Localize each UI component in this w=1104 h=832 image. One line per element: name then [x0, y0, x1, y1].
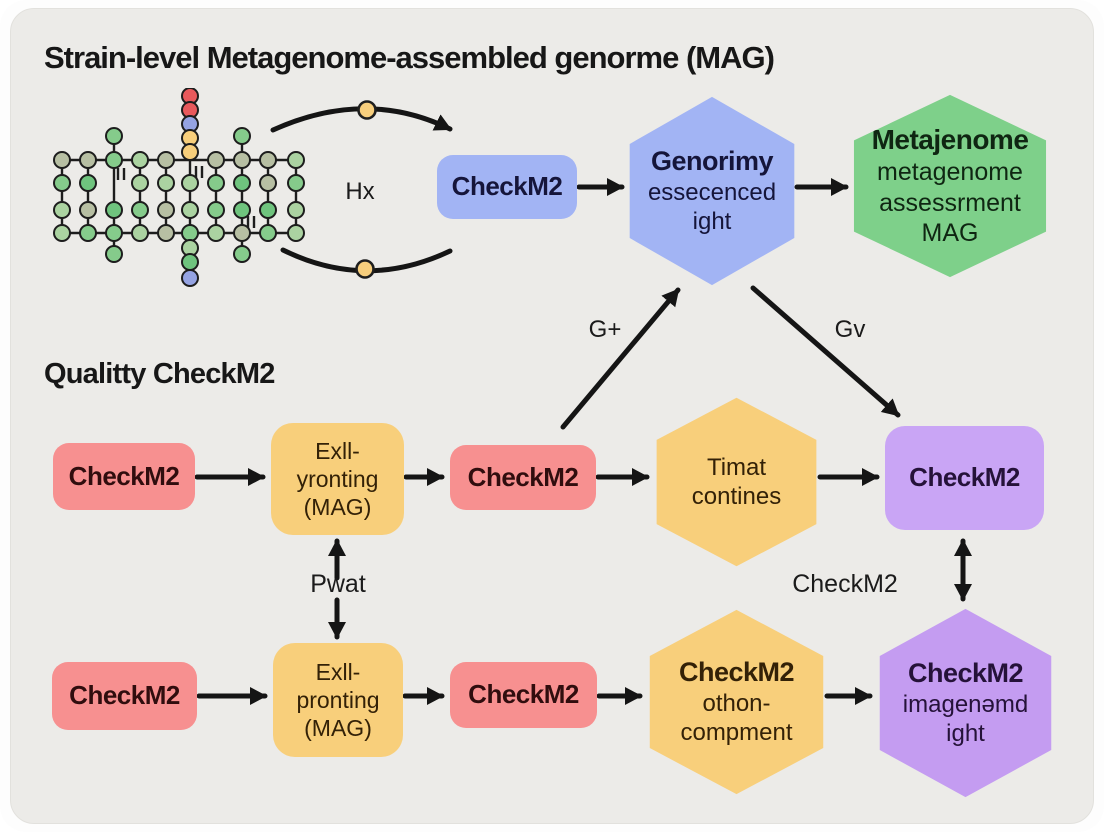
node-line: MAG — [921, 219, 979, 248]
node-yellow-box-bot: Exll- pronting (MAG) — [273, 643, 403, 757]
node-line: Timat — [706, 453, 767, 481]
node-label: CheckM2 — [467, 461, 579, 492]
node-yellow-box-mid: Exll- yronting (MAG) — [271, 423, 404, 535]
node-line: ight — [692, 208, 732, 236]
node-red-checkm2-mid-1: CheckM2 — [53, 443, 195, 510]
node-line: essecenced — [647, 179, 777, 207]
node-title: CheckM2 — [678, 657, 795, 688]
node-label: CheckM2 — [909, 462, 1020, 493]
node-line: othon- — [702, 690, 771, 718]
node-red-checkm2-mid-2: CheckM2 — [450, 445, 596, 510]
section-title: Qualitty CheckM2 — [44, 358, 275, 390]
node-line: (MAG) — [304, 715, 372, 742]
node-title: Genorimy — [650, 146, 774, 177]
node-title: CheckM2 — [907, 658, 1024, 689]
node-line: pronting — [296, 686, 380, 713]
node-line: contines — [691, 483, 782, 510]
label-pwat: Pwat — [310, 570, 366, 598]
label-checkm2-between: CheckM2 — [792, 570, 898, 598]
node-line: ight — [946, 720, 985, 748]
node-blue-checkm2-box: CheckM2 — [437, 155, 577, 219]
node-label: CheckM2 — [69, 680, 180, 711]
node-red-checkm2-bot-1: CheckM2 — [52, 662, 197, 730]
node-line: compment — [680, 719, 793, 747]
node-line: (MAG) — [303, 494, 372, 521]
node-line: Exll- — [315, 437, 360, 464]
node-line: Exll- — [315, 658, 361, 685]
node-red-checkm2-bot-2: CheckM2 — [450, 662, 597, 728]
node-label: CheckM2 — [68, 460, 180, 491]
node-label: CheckM2 — [468, 679, 579, 710]
node-line: metagenome — [877, 158, 1023, 187]
node-line: yronting — [296, 465, 379, 492]
main-title: Strain-level Metagenome-assembled genorm… — [44, 40, 775, 75]
node-purple-hexagon: CheckM2 imagenəmd ight — [879, 608, 1052, 798]
node-title: Metajenome — [871, 124, 1029, 156]
node-purple-checkm2-box: CheckM2 — [885, 426, 1044, 530]
label-g-plus: G+ — [588, 316, 622, 343]
node-line: assessrment — [879, 188, 1021, 217]
label-gv: Gv — [834, 316, 866, 343]
node-line: imagenəmd — [902, 691, 1029, 719]
molecule-graphic — [53, 88, 305, 287]
node-yellow-hexagon-mid: Timat contines — [656, 397, 817, 567]
node-label: CheckM2 — [451, 171, 563, 202]
label-hx: Hx — [345, 178, 375, 205]
